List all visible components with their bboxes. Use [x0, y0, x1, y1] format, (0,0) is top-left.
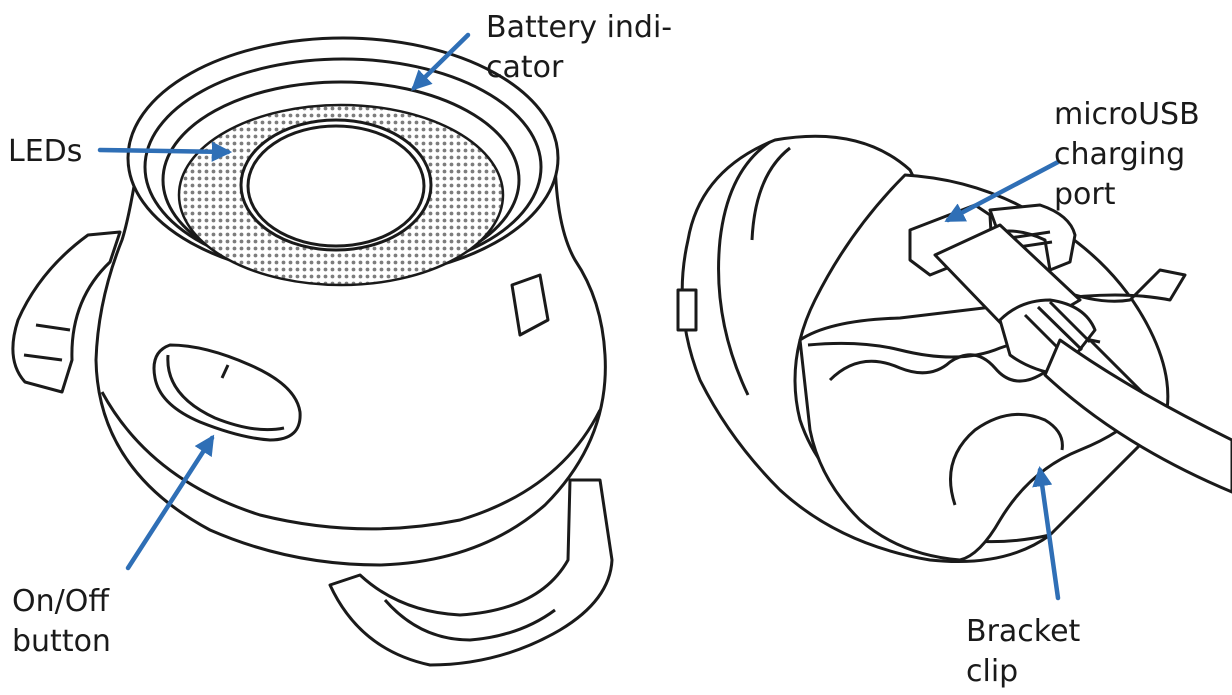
usb-cable — [1043, 338, 1232, 494]
side-tab — [510, 273, 550, 337]
on-off-button-groove — [220, 364, 230, 379]
label-microusb-line1: microUSB — [1054, 97, 1200, 132]
label-leds-line1: LEDs — [8, 134, 83, 169]
front-body-seam — [100, 391, 602, 531]
back-side-tab — [676, 288, 698, 332]
label-battery-indicator-line1: Battery indi- — [486, 10, 673, 45]
back-view-light — [676, 134, 1232, 564]
center-lens — [246, 124, 426, 248]
on-off-button-inner — [166, 354, 285, 432]
back-body-ring — [717, 140, 771, 396]
label-battery-indicator: Battery indi- cator — [486, 8, 672, 88]
label-on-off-button: On/Off button — [12, 582, 111, 662]
label-microusb-line3: port — [1054, 177, 1116, 212]
label-leds: LEDs — [8, 132, 82, 172]
label-battery-indicator-line2: cator — [486, 50, 564, 85]
bottom-strap-inner — [383, 599, 556, 642]
arrow-battery-indicator — [411, 32, 471, 91]
label-microusb-port: microUSB charging port — [1054, 95, 1200, 215]
on-off-button-shape — [152, 343, 302, 442]
bracket-clip-squiggle — [828, 353, 1046, 383]
label-bracket-clip-line2: clip — [966, 654, 1019, 689]
rear-strap-inner — [23, 323, 71, 362]
port-bracket — [988, 203, 1077, 272]
arrow-on-off — [125, 434, 215, 571]
arrow-bracket-clip — [1032, 465, 1061, 601]
label-on-off-line1: On/Off — [12, 584, 110, 619]
bracket-clip-groove — [949, 412, 1064, 506]
label-microusb-line2: charging — [1054, 137, 1186, 172]
front-view-light — [11, 36, 614, 667]
label-bracket-clip-line1: Bracket — [966, 614, 1081, 649]
callout-arrows — [97, 32, 1061, 601]
label-on-off-line2: button — [12, 624, 111, 659]
arrow-leds — [97, 141, 233, 162]
label-bracket-clip: Bracket clip — [966, 612, 1080, 692]
back-body-ring-2 — [750, 146, 791, 241]
arrow-microusb — [944, 159, 1061, 223]
rear-strap — [11, 230, 122, 394]
